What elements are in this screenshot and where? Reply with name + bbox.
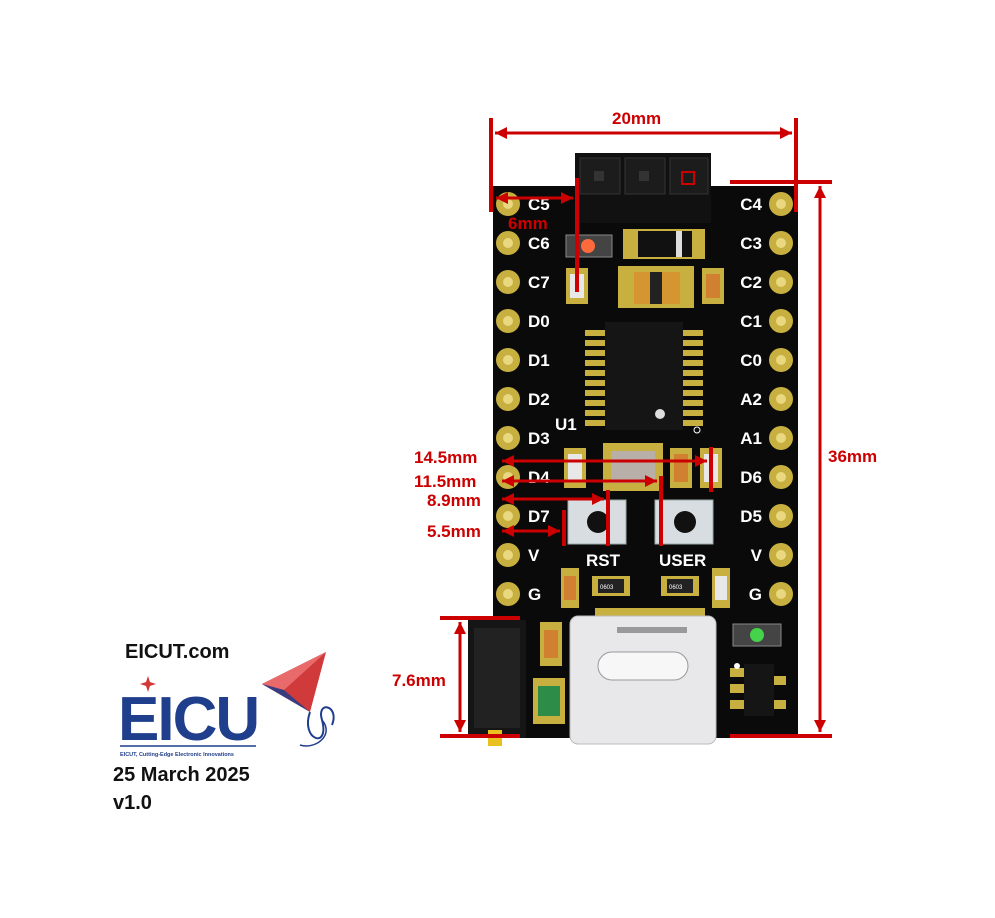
rst-label: RST [586,551,621,570]
pin-label-right: G [749,585,762,604]
chip-u1 [585,322,703,434]
pin-label-right: C1 [740,312,762,331]
pin-label-left: C7 [528,273,550,292]
pin-label-right: A1 [740,429,762,448]
pin-label-left: D4 [528,468,550,487]
dimension-lines [440,118,832,738]
pin-label-right: D5 [740,507,762,526]
pin-label-left: D7 [528,507,550,526]
pin-label-left: D3 [528,429,550,448]
sparkle-icon [140,676,156,692]
pin-label-right: C3 [740,234,762,253]
svg-text:0603: 0603 [600,585,614,591]
pin-label-right: D6 [740,468,762,487]
dim-d1-label: 14.5mm [414,448,477,467]
user-button [654,499,714,545]
dim-d2-label: 11.5mm [414,472,476,491]
pin-label-right: V [751,546,763,565]
logo-wordmark: EICU [118,685,258,754]
reset-button [567,499,627,545]
eicut-logo: EICU EICUT, Cutting-Edge Electronic Inno… [118,652,335,758]
dim-d3-label: 8.9mm [427,491,481,510]
pin-label-right: C4 [740,195,762,214]
dim-height-label: 36mm [828,447,877,466]
pin-label-left: V [528,546,540,565]
pin-label-left: D1 [528,351,550,370]
site-name: EICUT.com [125,641,230,663]
svg-text:0603: 0603 [669,585,683,591]
dim-header-offset-label: 6mm [508,214,548,233]
user-label: USER [659,551,706,570]
pin-label-left: C6 [528,234,550,253]
release-date: 25 March 2025 [113,764,250,786]
dim-switch-label: 7.6mm [392,671,446,690]
version: v1.0 [113,792,152,814]
pin-label-left: C5 [528,195,550,214]
usb-c-connector [569,608,717,745]
dim-width-label: 20mm [612,109,661,128]
logo-tagline: EICUT, Cutting-Edge Electronic Innovatio… [120,752,234,758]
voltage-regulator [730,663,786,716]
pin-label-left: D2 [528,390,550,409]
pin-label-right: C0 [740,351,762,370]
dimension-arrowheads [454,127,826,732]
pin-label-right: A2 [740,390,762,409]
kite-icon [262,652,326,712]
header-connector [575,153,711,223]
dim-d4-label: 5.5mm [427,522,481,541]
pin-label-left: D0 [528,312,550,331]
chip-label: U1 [555,415,577,434]
pin-label-left: G [528,585,541,604]
pin-label-right: C2 [740,273,762,292]
